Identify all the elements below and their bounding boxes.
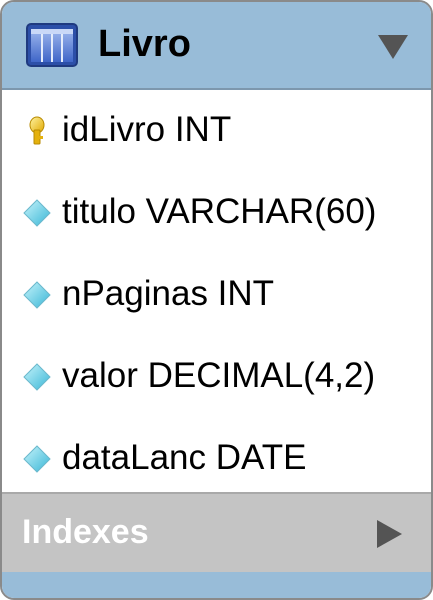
- column-label: dataLanc DATE: [62, 438, 307, 477]
- indexes-label: Indexes: [22, 513, 149, 551]
- column-label: nPaginas INT: [62, 274, 275, 313]
- column-label: valor DECIMAL(4,2): [62, 356, 376, 395]
- triangle-down-icon[interactable]: [376, 33, 410, 61]
- column-label: titulo VARCHAR(60): [62, 192, 377, 231]
- key-icon: [29, 116, 45, 145]
- column-row[interactable]: titulo VARCHAR(60): [2, 172, 431, 254]
- diamond-icon: [23, 363, 51, 391]
- table-header[interactable]: Livro: [2, 2, 431, 90]
- table-icon: [26, 23, 78, 67]
- diamond-icon: [23, 445, 51, 473]
- diamond-icon: [23, 281, 51, 309]
- triangle-right-icon[interactable]: [374, 518, 404, 550]
- column-row[interactable]: dataLanc DATE: [2, 418, 431, 500]
- column-row[interactable]: idLivro INT: [2, 90, 431, 172]
- indexes-section[interactable]: Indexes: [2, 492, 431, 574]
- column-row[interactable]: nPaginas INT: [2, 254, 431, 336]
- column-row[interactable]: valor DECIMAL(4,2): [2, 336, 431, 418]
- column-label: idLivro INT: [62, 110, 232, 149]
- table-title: Livro: [98, 23, 191, 65]
- table-footer: [2, 572, 431, 598]
- column-list: idLivro INT titulo VARCHAR(60) nPaginas …: [2, 90, 431, 490]
- diamond-icon: [23, 199, 51, 227]
